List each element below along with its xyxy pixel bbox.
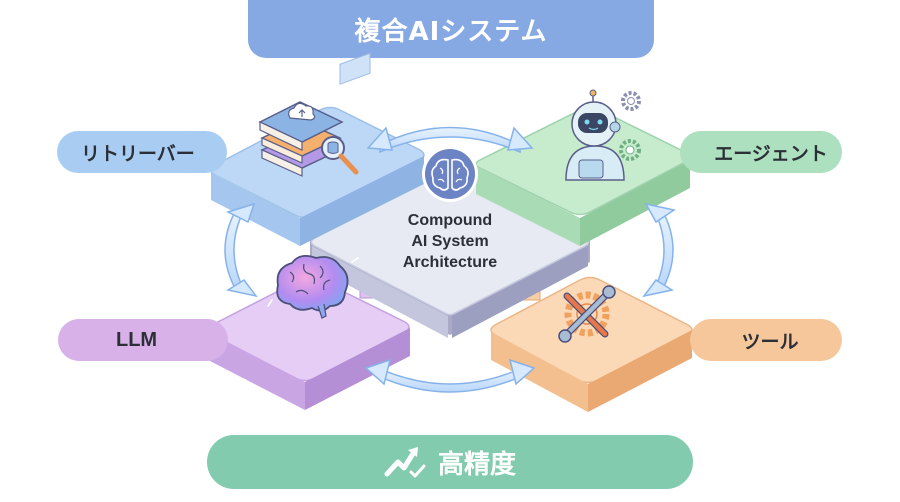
tool-label-pill: ツール xyxy=(690,319,842,361)
agent-label-pill: エージェント xyxy=(680,131,842,173)
trending-up-check-icon xyxy=(384,447,426,478)
outcome-label: 高精度 xyxy=(437,449,516,480)
arrow-retriever-agent xyxy=(366,126,534,154)
llm-label: LLM xyxy=(116,328,158,351)
diagram-title: 複合AIシステム xyxy=(354,16,548,47)
center-label-line-3: Architecture xyxy=(402,254,498,271)
retriever-label-pill: リトリーバー xyxy=(57,131,227,173)
llm-label-pill: LLM xyxy=(58,319,228,361)
arrow-agent-tool xyxy=(642,202,676,298)
robot-gears-icon xyxy=(565,89,641,181)
retriever-label: リトリーバー xyxy=(81,142,195,165)
center-label-line-1: Compound xyxy=(407,212,493,229)
llm-brain-icon xyxy=(261,254,359,319)
wrench-screwdriver-gear-icon xyxy=(558,285,616,343)
tool-label: ツール xyxy=(741,330,799,353)
center-brain-icon xyxy=(422,146,478,202)
arrow-llm-tool xyxy=(364,358,536,393)
llm-tile[interactable] xyxy=(207,276,410,411)
arrow-retriever-llm xyxy=(224,202,258,298)
center-label: Compound AI System Architecture xyxy=(370,210,530,273)
retriever-tile[interactable] xyxy=(210,106,425,247)
books-database-search-icon xyxy=(258,101,359,177)
outcome-banner: 高精度 xyxy=(207,435,693,489)
agent-label: エージェント xyxy=(714,142,828,165)
center-label-line-2: AI System xyxy=(411,233,489,250)
title-banner: 複合AIシステム xyxy=(248,0,654,58)
